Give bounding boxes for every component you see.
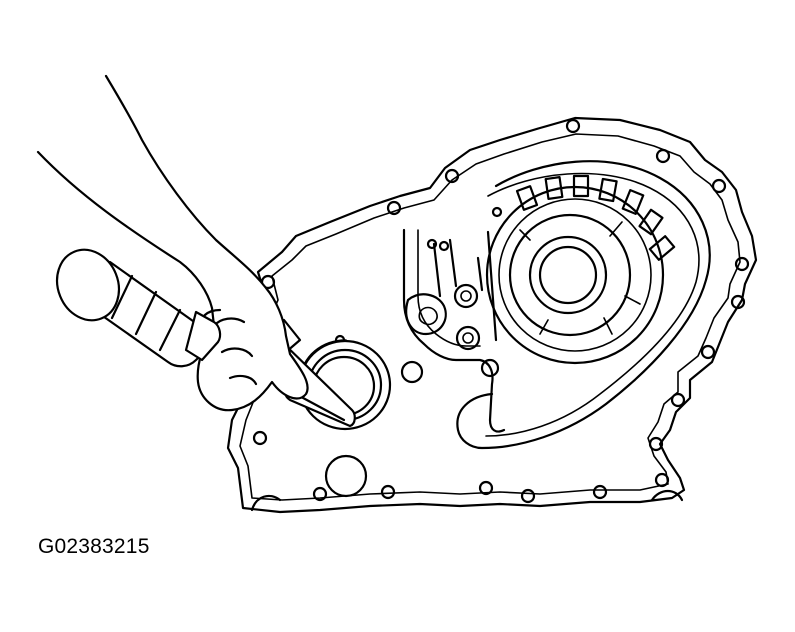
differential-gear [485,174,676,365]
transaxle-case [226,116,758,514]
case-rib [456,160,711,450]
hammer-icon [55,248,222,368]
case-inner-flange [239,133,741,501]
bolt-holes [252,118,750,504]
oil-passage [402,228,506,433]
drain-boss [324,454,368,498]
gear-slots [515,174,676,261]
case-outer-flange [226,116,758,514]
shift-mechanism [405,230,498,351]
figure-id-label: G02383215 [38,535,150,558]
